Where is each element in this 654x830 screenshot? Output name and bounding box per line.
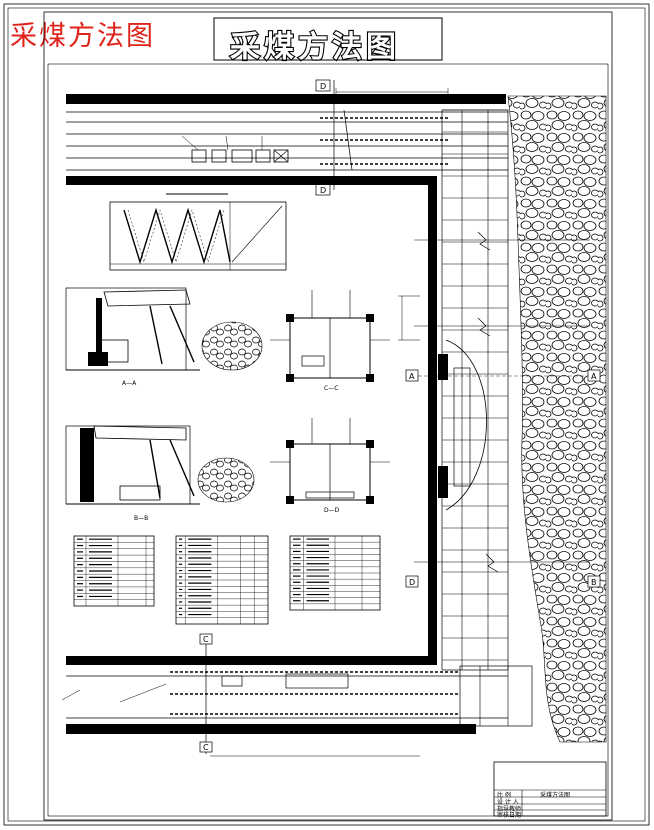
outer-border bbox=[3, 3, 650, 826]
corner-title: 采煤方法图 bbox=[10, 21, 155, 52]
drawing-frame bbox=[43, 11, 613, 821]
equipment-table-3 bbox=[289, 535, 381, 611]
title-block-instructor: 指导教师 bbox=[497, 806, 522, 813]
marker-a-right: A bbox=[591, 372, 597, 381]
cycle-diagram bbox=[109, 193, 287, 271]
panel-top-wall bbox=[66, 176, 434, 185]
marker-d-top: D bbox=[320, 82, 326, 91]
marker-b-right: B bbox=[591, 578, 597, 587]
marker-a-left: A bbox=[409, 372, 415, 381]
title-block-scale: 比 例 bbox=[497, 792, 511, 799]
bottom-roadway-wall bbox=[66, 724, 476, 734]
title-block-drawing-name: 采煤方法图 bbox=[540, 792, 571, 799]
title-block-date: 审核日期 bbox=[497, 812, 522, 819]
marker-c-bottom: C bbox=[203, 743, 209, 752]
label-a-a: A—A bbox=[122, 380, 137, 387]
section-c-c bbox=[270, 290, 390, 382]
label-b-b: B—B bbox=[134, 515, 148, 522]
marker-d-top-lower: D bbox=[320, 186, 326, 195]
panel-bottom-wall bbox=[66, 656, 437, 665]
face-supports bbox=[441, 109, 509, 671]
top-roadway-wall bbox=[66, 94, 506, 104]
outer-border-inner bbox=[7, 7, 646, 822]
section-d-d bbox=[270, 418, 390, 504]
inner-frame bbox=[47, 63, 609, 817]
title-block bbox=[493, 761, 607, 817]
section-a-a bbox=[65, 287, 263, 371]
section-b-b bbox=[65, 425, 255, 505]
equipment-table-2 bbox=[175, 535, 269, 625]
marker-c-top: C bbox=[203, 635, 209, 644]
panel-right-wall bbox=[428, 176, 437, 664]
marker-d-left: D bbox=[409, 578, 415, 587]
support-rows bbox=[442, 109, 508, 661]
title-box bbox=[213, 17, 443, 61]
title-block-designer: 设 计 人 bbox=[497, 799, 519, 806]
equipment-table-1 bbox=[73, 535, 155, 607]
label-c-c: C—C bbox=[324, 385, 338, 392]
rock-mass bbox=[507, 95, 607, 743]
label-d-d: D—D bbox=[324, 507, 340, 514]
